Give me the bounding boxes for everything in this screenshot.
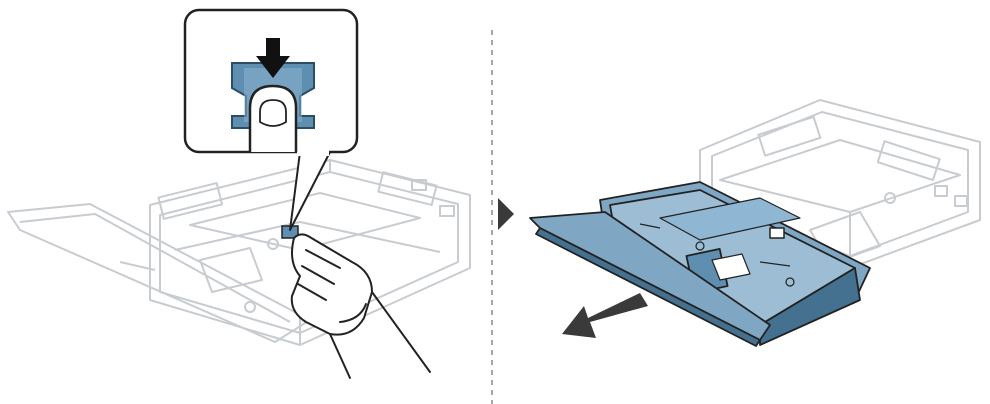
right-panel-pull-extension <box>529 99 981 347</box>
tray-front-cover-blue <box>529 211 771 347</box>
hand-drawing <box>290 233 431 379</box>
magnified-callout <box>183 8 359 156</box>
finger-press-icon <box>248 84 298 152</box>
paper-tray-outline <box>149 159 471 346</box>
tray-front-cover <box>7 203 311 343</box>
pull-direction-arrow-icon <box>562 293 648 338</box>
down-arrow-icon <box>256 38 290 78</box>
tray-extension-blue <box>599 181 871 346</box>
left-panel-press-lever <box>7 8 471 379</box>
step-arrow-icon <box>498 198 514 230</box>
callout-pointer <box>289 151 331 231</box>
